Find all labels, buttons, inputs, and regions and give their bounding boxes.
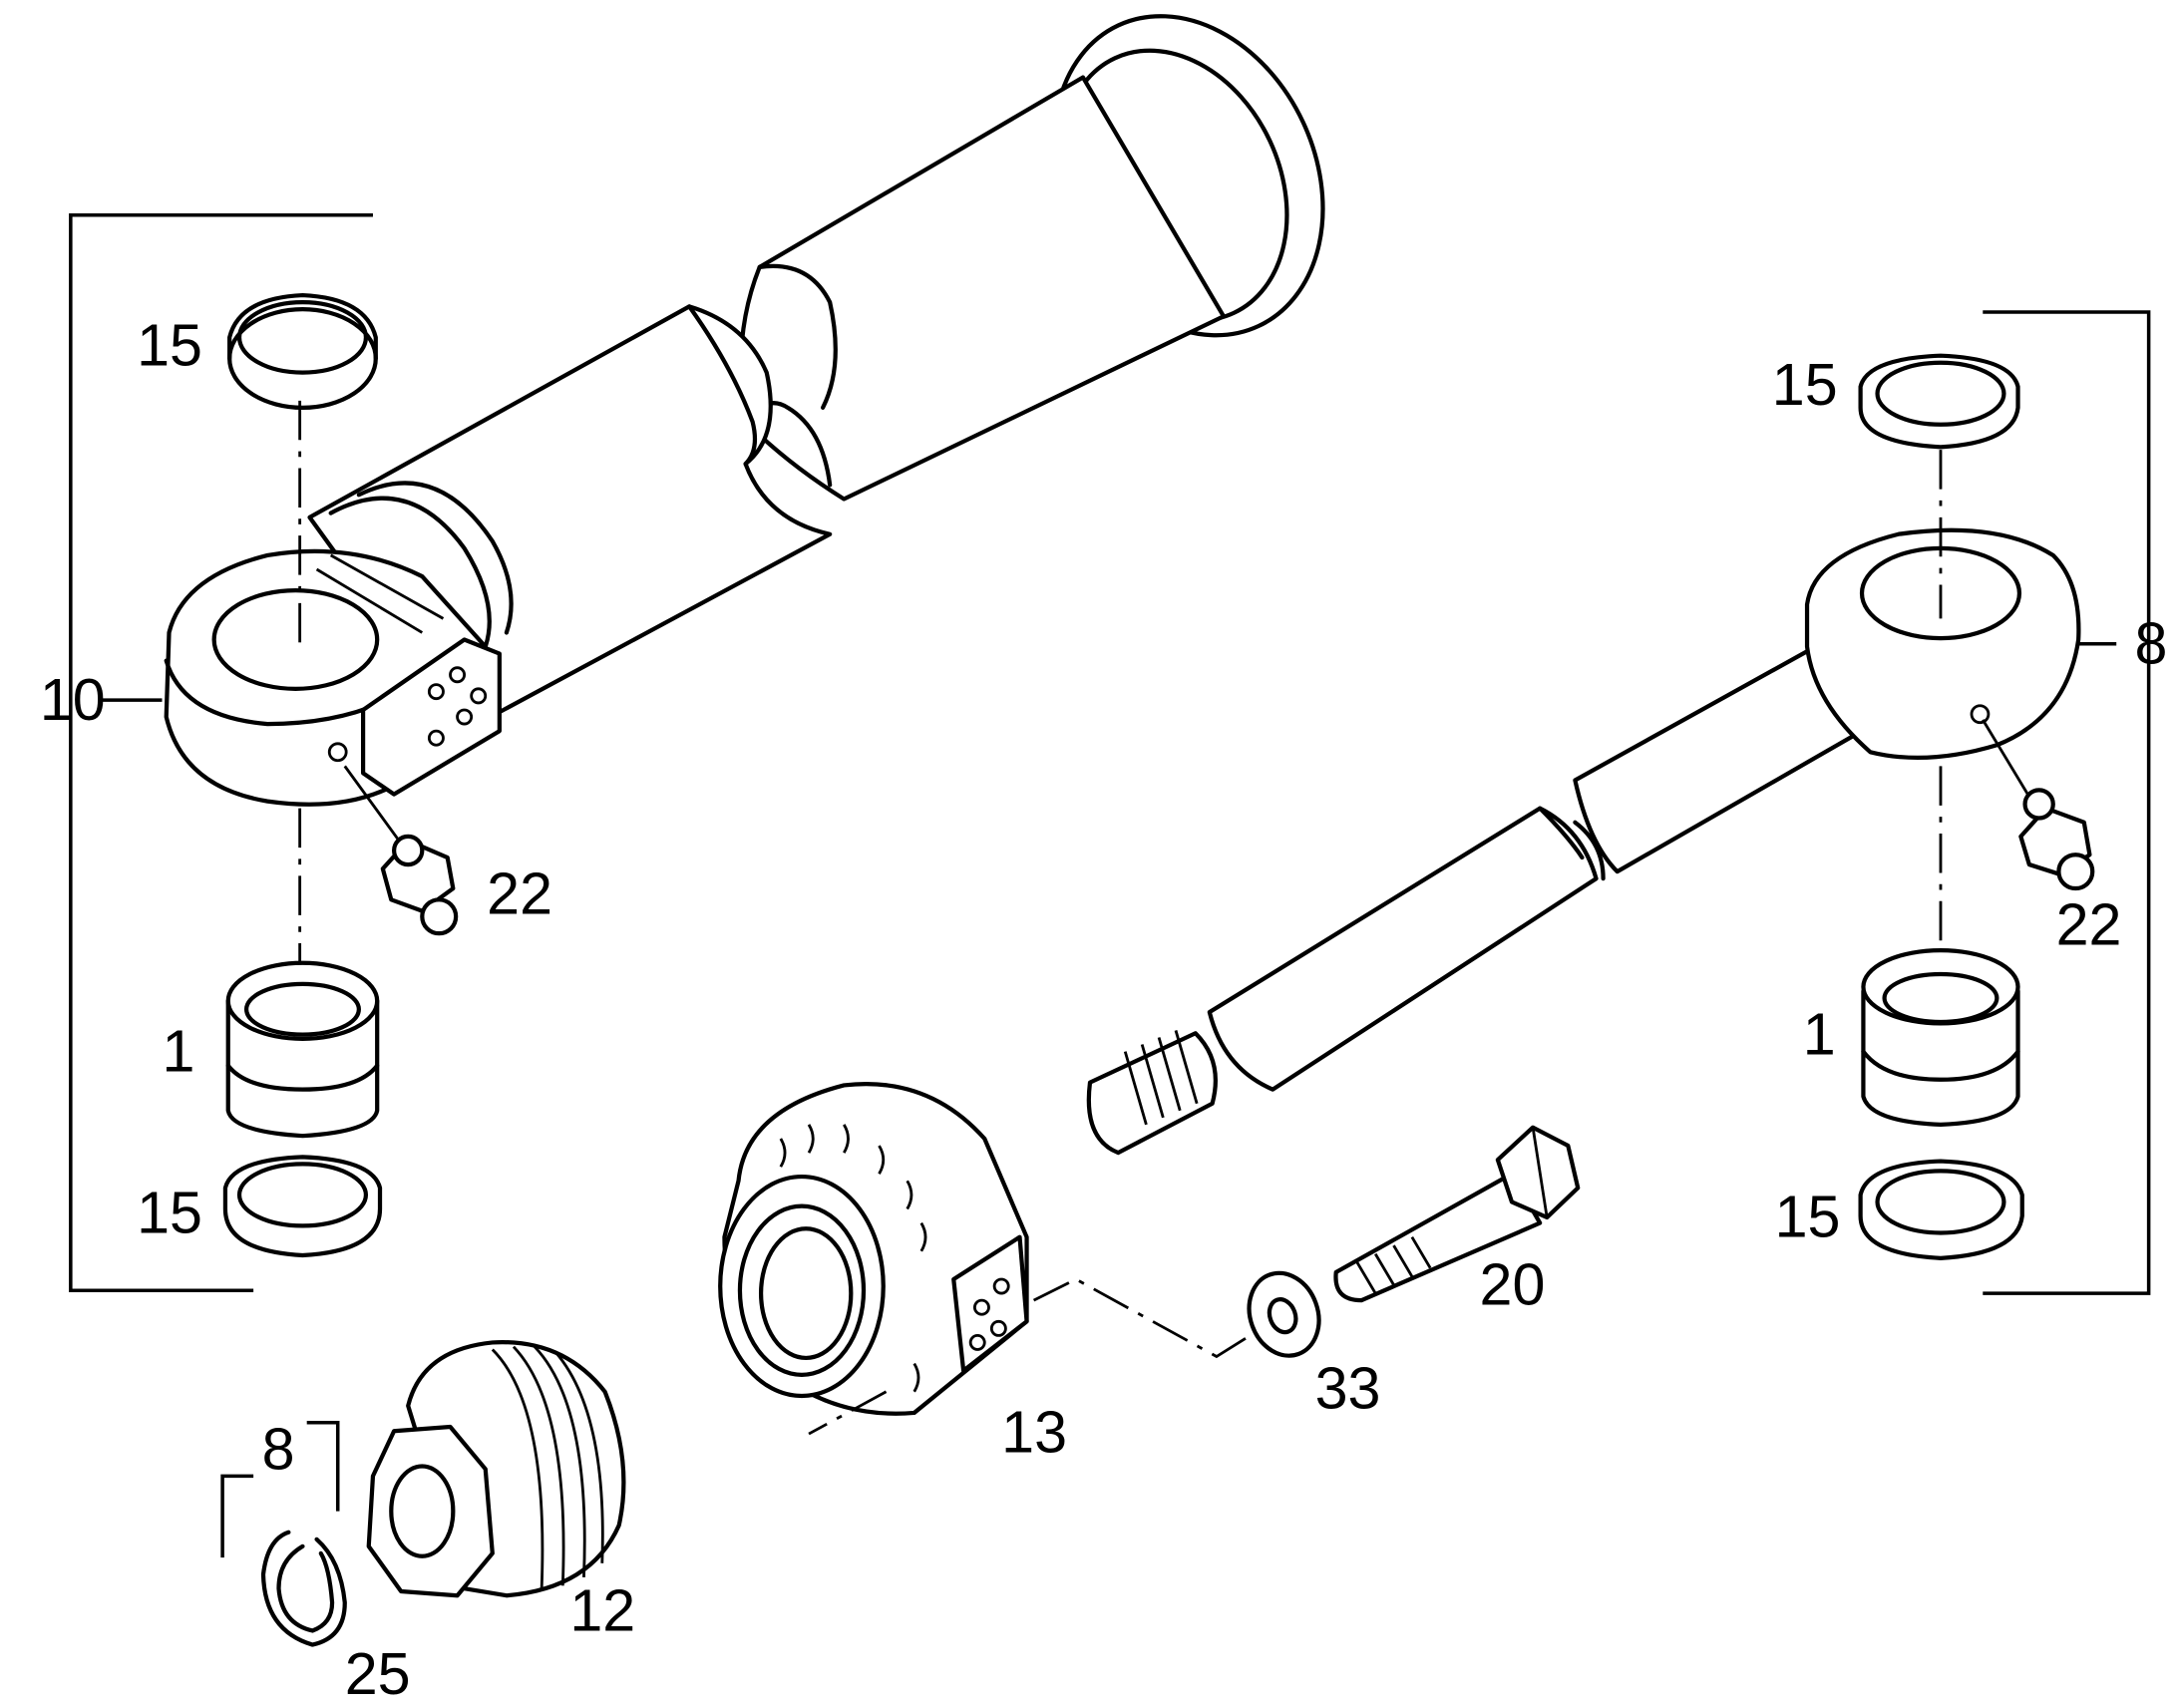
cylinder-barrel bbox=[307, 14, 1325, 734]
callout-left-bottom-ring: 15 bbox=[137, 1179, 202, 1245]
right-bushing bbox=[1861, 947, 2020, 1128]
callout-left-bushing: 1 bbox=[162, 1017, 194, 1084]
callout-circlip-group: 8 bbox=[262, 1415, 295, 1482]
right-top-seal-ring bbox=[1858, 353, 2020, 450]
right-assembly-bracket bbox=[1983, 310, 2151, 1295]
callout-left-assembly: 10 bbox=[40, 666, 106, 733]
washer bbox=[1247, 1270, 1321, 1358]
left-bottom-seal-ring bbox=[222, 1155, 383, 1258]
callout-right-assembly: 8 bbox=[2135, 609, 2168, 676]
right-grease-nipple bbox=[1982, 719, 2095, 891]
callout-left-grease-nipple: 22 bbox=[487, 859, 552, 926]
left-bushing bbox=[225, 960, 380, 1139]
left-assembly-bracket bbox=[69, 212, 373, 1293]
callout-right-top-ring: 15 bbox=[1772, 351, 1838, 418]
callout-piston-nut: 12 bbox=[569, 1576, 635, 1643]
callout-right-grease-nipple: 22 bbox=[2056, 890, 2122, 957]
piston-nut bbox=[366, 1340, 626, 1598]
cylinder-head bbox=[718, 1082, 1029, 1436]
left-grease-nipple bbox=[343, 765, 459, 936]
left-rod-eye bbox=[164, 548, 502, 807]
circlip bbox=[220, 1421, 347, 1647]
callout-right-bushing: 1 bbox=[1803, 1000, 1836, 1067]
callout-circlip: 25 bbox=[345, 1640, 411, 1707]
right-rod-eye bbox=[1804, 527, 2081, 761]
callout-cylinder-head: 13 bbox=[1001, 1398, 1067, 1465]
head-bolt-centerline bbox=[1032, 1277, 1274, 1359]
bolt bbox=[1333, 1125, 1581, 1303]
right-bottom-seal-ring bbox=[1858, 1159, 2024, 1260]
left-top-seal-ring bbox=[227, 292, 378, 410]
piston-rod bbox=[1086, 637, 1901, 1156]
callout-left-top-ring: 15 bbox=[137, 312, 202, 379]
callout-right-bottom-ring: 15 bbox=[1775, 1184, 1841, 1250]
callout-washer: 33 bbox=[1315, 1355, 1381, 1422]
callout-bolt: 20 bbox=[1480, 1250, 1546, 1317]
